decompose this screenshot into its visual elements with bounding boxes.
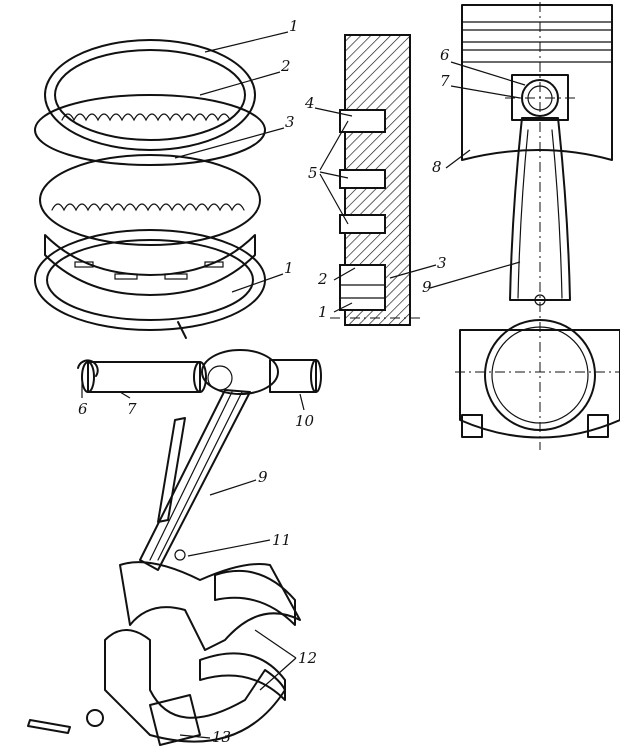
callout-labels: 1 2 3 1 4 5 3 2 1 6 7 8 9 6 7 10 9 11 12… bbox=[78, 17, 450, 746]
callout-6-piston: 6 bbox=[440, 46, 450, 64]
callout-13-rod: 13 bbox=[212, 728, 231, 746]
callout-2-expander: 2 bbox=[280, 57, 291, 75]
small-end bbox=[201, 349, 279, 395]
callout-7-piston: 7 bbox=[440, 72, 450, 90]
bearing-shell-lower bbox=[199, 652, 286, 701]
oil-ring-upper-rail bbox=[39, 154, 261, 246]
oil-hole bbox=[534, 294, 546, 306]
callout-9-piston: 9 bbox=[422, 278, 432, 296]
callout-11-rod: 11 bbox=[272, 531, 291, 549]
piston-rod-assembly-elevation bbox=[455, 2, 620, 450]
cap-nut-exploded bbox=[149, 694, 201, 746]
piston-pin-end bbox=[521, 79, 559, 117]
oil-groove bbox=[339, 264, 386, 311]
wavy-expander-lower bbox=[51, 203, 245, 212]
callout-1-top-ring: 1 bbox=[289, 17, 299, 35]
ring-groove-section bbox=[330, 34, 420, 326]
callout-4-section: 4 bbox=[304, 94, 315, 112]
piston-pin bbox=[87, 361, 201, 393]
leader-lines bbox=[81, 31, 526, 739]
piston-body bbox=[461, 4, 613, 161]
cotter-pin bbox=[27, 719, 71, 734]
callout-8-piston: 8 bbox=[432, 158, 442, 176]
cap-nut-left bbox=[461, 414, 483, 438]
castle-nut bbox=[86, 709, 104, 727]
callout-1-section: 1 bbox=[318, 303, 328, 321]
callout-7-rod: 7 bbox=[127, 400, 137, 418]
rod-big-end-upper bbox=[119, 561, 301, 651]
bearing-shell-upper bbox=[214, 569, 296, 626]
connecting-rod-exploded bbox=[27, 349, 322, 746]
callout-3-section: 3 bbox=[437, 254, 447, 272]
callout-3-ring-joint: 3 bbox=[285, 113, 295, 131]
cap-nut-right bbox=[587, 414, 609, 438]
groove-2 bbox=[339, 169, 386, 189]
wavy-expander-upper bbox=[61, 113, 231, 122]
callout-2-section: 2 bbox=[317, 270, 328, 288]
callout-9-rod: 9 bbox=[258, 468, 268, 486]
big-end bbox=[459, 329, 620, 439]
bearing-cap bbox=[104, 629, 286, 743]
callout-12-rod: 12 bbox=[298, 649, 317, 667]
groove-1 bbox=[339, 109, 386, 133]
callout-1-bottom-ring: 1 bbox=[284, 259, 294, 277]
callout-6-rod: 6 bbox=[78, 400, 88, 418]
callout-5-grooves: 5 bbox=[308, 164, 318, 182]
piston-rings-illustration bbox=[34, 39, 266, 339]
top-compression-ring bbox=[44, 39, 256, 151]
groove-3 bbox=[339, 214, 386, 234]
rod-shank bbox=[509, 117, 571, 301]
rod-beam bbox=[139, 389, 251, 571]
callout-10-rod: 10 bbox=[295, 412, 315, 430]
oil-ring-slotted-body bbox=[44, 234, 256, 296]
big-end-bore bbox=[484, 319, 596, 431]
expander-ring-outer bbox=[34, 94, 266, 166]
cap-bolt bbox=[157, 417, 186, 523]
